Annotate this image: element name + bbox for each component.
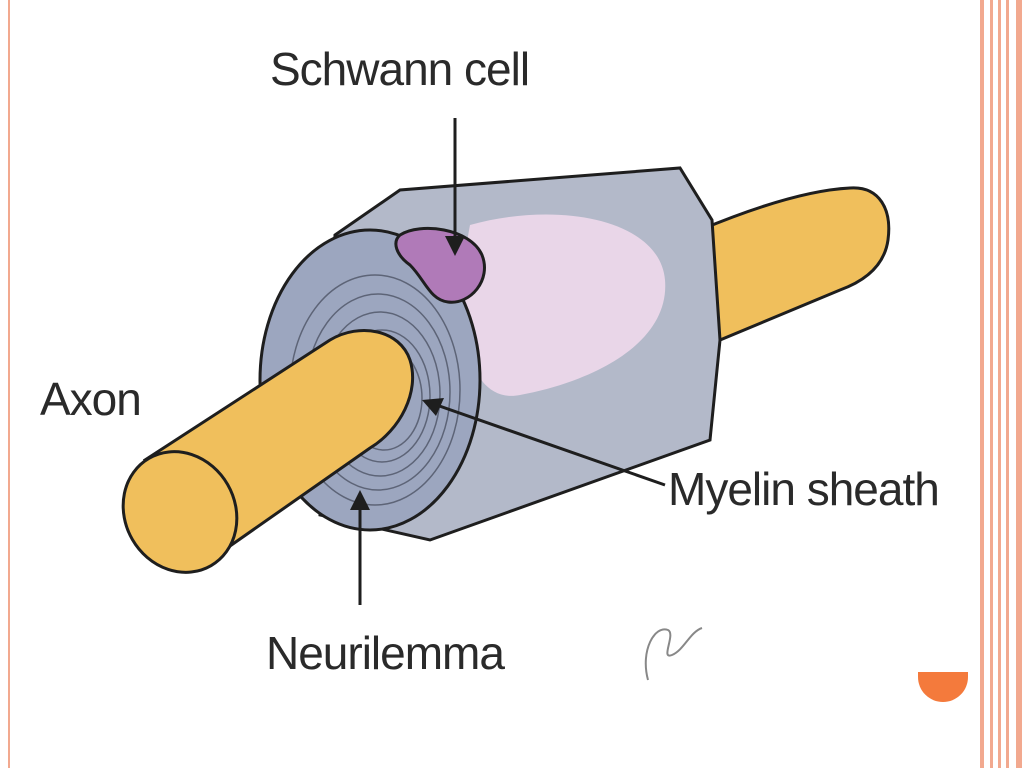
pointer-myelin-sheath xyxy=(427,400,666,487)
label-pointers xyxy=(358,118,666,605)
arrowhead-schwann-cell xyxy=(445,236,465,256)
label-neurilemma: Neurilemma xyxy=(266,627,505,679)
arrowhead-myelin-sheath xyxy=(422,398,444,416)
axon-cut-end xyxy=(121,450,239,574)
frame-stripe xyxy=(1016,0,1022,768)
artist-signature xyxy=(644,627,703,681)
axon-far-segment xyxy=(698,186,891,343)
slide-frame-left xyxy=(8,0,10,768)
schwann-cytoplasm xyxy=(462,214,666,396)
frame-stripe xyxy=(1006,0,1009,768)
frame-stripe xyxy=(998,0,1001,768)
slide-frame-right xyxy=(980,0,1022,768)
frame-stripe xyxy=(980,0,984,768)
frame-stripe xyxy=(990,0,993,768)
arrowhead-neurilemma xyxy=(350,490,370,510)
nerve-fiber-diagram xyxy=(121,118,891,681)
label-myelin-sheath: Myelin sheath xyxy=(668,463,940,515)
schwann-nucleus xyxy=(394,226,486,304)
label-schwann-cell: Schwann cell xyxy=(270,43,530,95)
label-axon: Axon xyxy=(40,373,142,425)
